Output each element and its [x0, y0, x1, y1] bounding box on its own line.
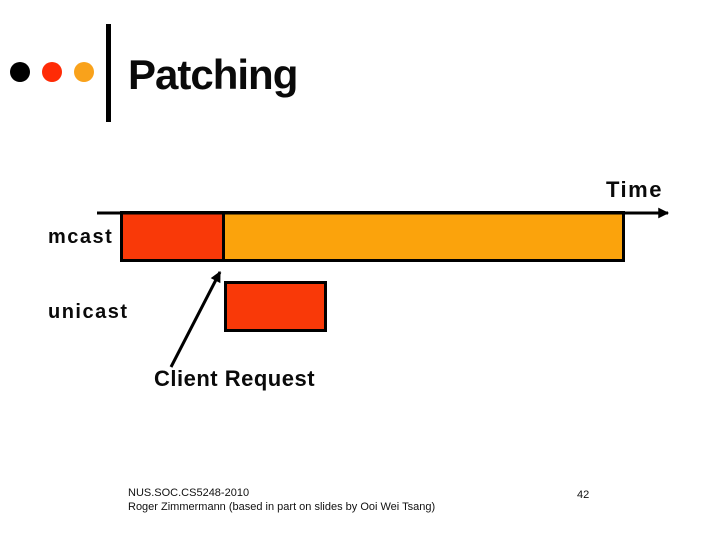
logo-dot-red [42, 62, 62, 82]
mcast-stream-bar [120, 211, 625, 262]
unicast-row-label: unicast [48, 301, 129, 323]
logo-vertical-rule [106, 24, 111, 122]
mcast-elapsed-segment [123, 214, 225, 259]
slide-footer: NUS.SOC.CS5248-2010 Roger Zimmermann (ba… [128, 486, 435, 514]
client-request-arrow [169, 271, 222, 368]
footer-credit: Roger Zimmermann (based in part on slide… [128, 501, 436, 513]
client-request-label: Client Request [154, 366, 316, 391]
footer-course: NUS.SOC.CS5248-2010 [128, 487, 250, 499]
logo-dot-orange [74, 62, 94, 82]
time-axis-label: Time [606, 177, 663, 202]
unicast-patch-bar [224, 281, 327, 332]
logo-dot-black [10, 62, 30, 82]
slide-title: Patching [128, 51, 298, 98]
page-number: 42 [577, 489, 590, 501]
mcast-row-label: mcast [48, 226, 114, 248]
